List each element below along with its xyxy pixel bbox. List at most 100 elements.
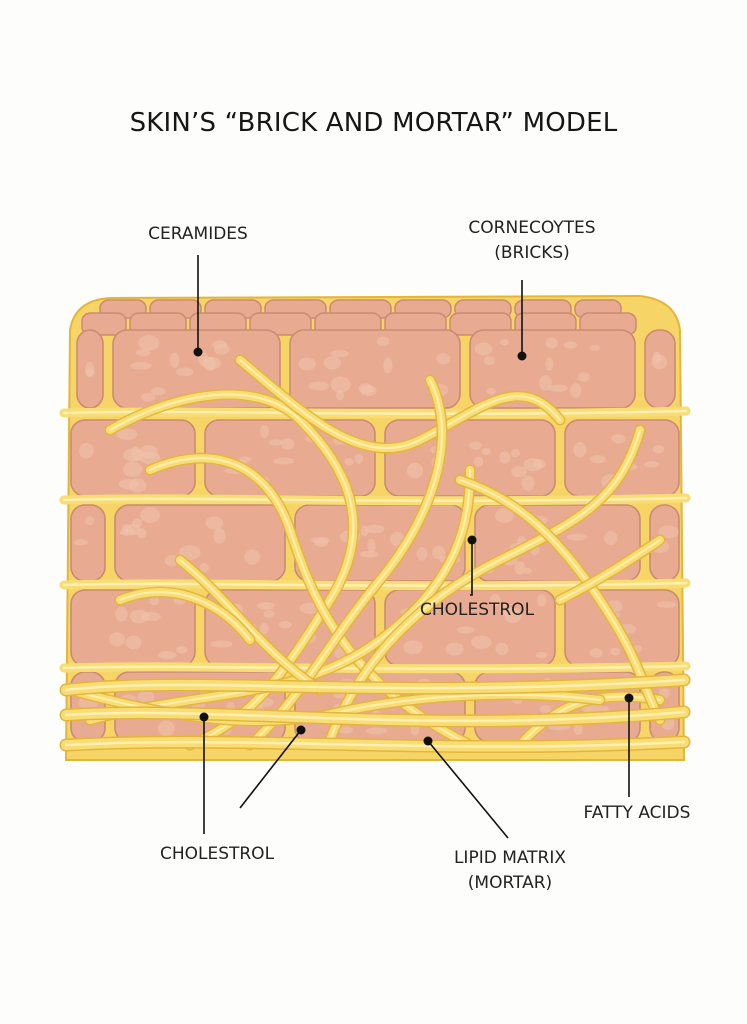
lipid-band-highlight [62, 409, 688, 416]
brick-texture-spot [129, 478, 147, 493]
corneocyte-brick [564, 419, 680, 497]
brick-texture-spot [210, 640, 233, 648]
brick-texture-spot [469, 441, 482, 450]
brick-texture-spot [354, 453, 364, 464]
brick-texture-spot [656, 601, 677, 608]
lipid-strand-highlight [238, 358, 562, 450]
label-fatty-acids: FATTY ACIDS [583, 803, 691, 823]
label-lipid-matrix: LIPID MATRIX (MORTAR) [425, 846, 595, 896]
brick-texture-spot [643, 461, 660, 468]
brick-texture-spot [213, 343, 230, 355]
brick-texture-spot [157, 720, 175, 737]
brick-texture-spot [570, 383, 582, 398]
brick-texture-spot [179, 545, 201, 560]
label-cholesterol-bottom: CHOLESTROL [159, 844, 275, 864]
brick-texture-spot [79, 442, 94, 459]
brick-texture-spot [432, 545, 446, 560]
diagram-title: SKIN’S “BRICK AND MORTAR” MODEL [129, 108, 618, 138]
brick-texture-spot [273, 457, 294, 465]
pointer-cholesterol-mid [470, 540, 473, 596]
label-ceramides: CERAMIDES [148, 224, 248, 244]
brick-texture-spot [366, 727, 388, 735]
brick-texture-spot [539, 705, 552, 713]
brick-texture-spot [308, 381, 330, 391]
brick-texture-spot [589, 455, 606, 464]
brick-texture-spot [499, 601, 510, 617]
lipid-strand-highlight [328, 428, 642, 742]
label-corneocytes-line2: (BRICKS) [494, 243, 570, 263]
lipid-strand-highlight [178, 558, 322, 692]
brick-texture-spot [658, 525, 679, 539]
brick-texture-spot [202, 357, 221, 370]
brick-texture-spot [244, 549, 261, 565]
brick-texture-spot [330, 350, 349, 358]
lipid-sheet-highlight [64, 740, 686, 748]
brick-texture-spot [360, 525, 369, 537]
brick-texture-spot [259, 622, 269, 635]
brick-texture-spot [129, 609, 150, 624]
brick-texture-spot [445, 642, 464, 656]
pointer-dot-ceramides [193, 347, 203, 357]
brick-texture-spot [135, 349, 151, 357]
brick-texture-spot [149, 596, 160, 606]
brick-texture-spot [563, 341, 578, 349]
brick-texture-spot [474, 342, 493, 356]
brick-texture-spot [604, 531, 618, 546]
brick-texture-spot [510, 449, 520, 458]
brick-texture-spot [406, 462, 424, 479]
brick-texture-spot [578, 372, 590, 382]
lipid-strand-highlight [88, 468, 472, 722]
pointer-dot-lipid-matrix [423, 736, 433, 746]
brick-texture-spot [132, 518, 143, 528]
brick-texture-spot [537, 594, 547, 607]
brick-texture-spot [330, 376, 351, 393]
brick-texture-spot [108, 632, 125, 647]
brick-texture-spot [123, 448, 144, 462]
label-corneocytes: CORNECOYTES (BRICKS) [447, 216, 617, 266]
label-corneocytes-line1: CORNECOYTES [468, 218, 596, 238]
brick-texture-spot [545, 337, 558, 349]
brick-texture-spot [566, 533, 587, 541]
brick-texture-spot [499, 339, 510, 346]
lipid-sheet-highlight [64, 710, 686, 723]
brick-texture-spot [260, 424, 270, 439]
brick-texture-spot [125, 635, 142, 650]
pointer-dot-fatty-acids [624, 693, 634, 703]
brick-texture-spot [205, 516, 224, 530]
brick-texture-spot [263, 610, 275, 618]
pointer-dot-corneocytes [517, 351, 527, 361]
brick-texture-spot [489, 594, 501, 607]
brick-texture-spot [298, 357, 316, 371]
brick-texture-spot [483, 356, 495, 366]
brick-texture-spot [150, 387, 166, 396]
brick-texture-spot [403, 640, 423, 655]
brick-texture-spot [651, 354, 668, 370]
lipid-strand-highlight [248, 378, 443, 747]
brick-texture-spot [157, 651, 177, 660]
brick-texture-spot [73, 539, 89, 546]
brick-texture-spot [539, 375, 552, 391]
lipid-strands [59, 354, 691, 754]
brick-texture-spot [213, 528, 226, 544]
brick-texture-spot [360, 385, 377, 396]
brick-texture-spot [547, 384, 568, 392]
brick-texture-spot [115, 428, 138, 440]
brick-texture-spot [521, 475, 535, 491]
lipid-band-highlight [62, 496, 688, 503]
brick-texture-spot [115, 606, 128, 622]
brick-texture-spot [473, 456, 484, 467]
brick-texture-spot [376, 336, 390, 347]
pointer-dot-cholesterol-mid [467, 535, 477, 545]
brick-texture-spot [199, 563, 209, 573]
label-cholesterol-mid: CHOLESTROL [419, 600, 535, 620]
brick-texture-spot [383, 357, 393, 374]
top-cell-layer [81, 299, 637, 336]
brick-texture-spot [532, 459, 546, 469]
brick-texture-spot [311, 537, 330, 544]
brick-texture-spot [495, 642, 509, 656]
brick-texture-spot [85, 361, 95, 377]
pointer-cholesterol-bottom-b [239, 729, 302, 809]
brick-texture-spot [535, 651, 548, 659]
brick-texture-spot [589, 344, 600, 351]
